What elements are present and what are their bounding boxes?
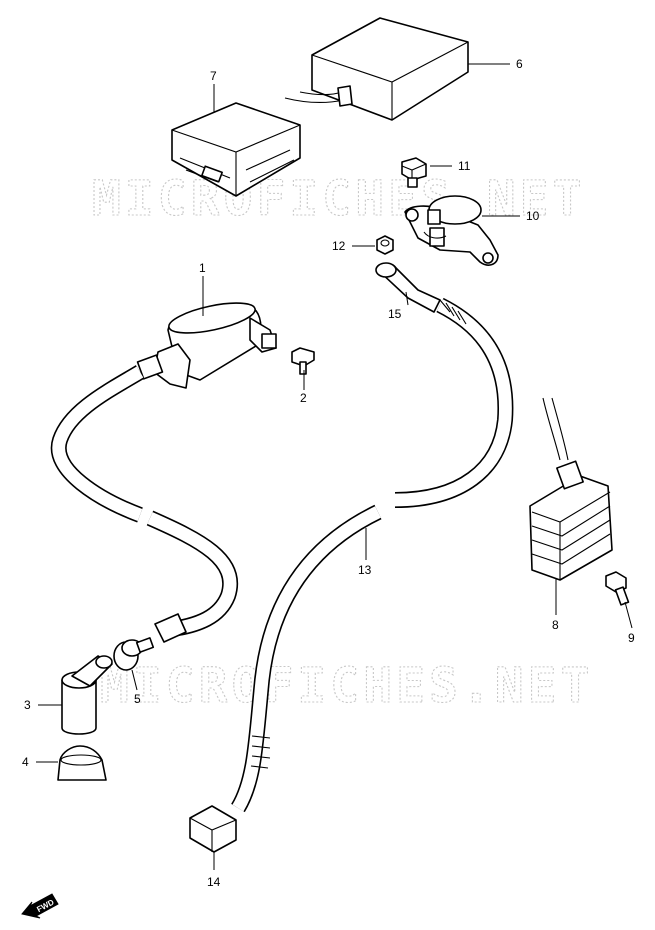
- part-9-bolt[interactable]: [605, 571, 630, 606]
- callout-14: 14: [207, 875, 221, 889]
- callout-15: 15: [388, 307, 402, 321]
- fwd-arrow-icon: FWD: [21, 893, 59, 919]
- callout-7: 7: [210, 69, 217, 83]
- callout-9: 9: [628, 631, 635, 645]
- part-13-high-tension-cable[interactable]: [231, 297, 514, 813]
- callout-11: 11: [458, 159, 471, 173]
- callout-4: 4: [22, 755, 29, 769]
- callout-12: 12: [332, 239, 346, 253]
- callout-5: 5: [134, 692, 141, 706]
- part-6-control-unit[interactable]: [284, 17, 469, 121]
- part-2-screw[interactable]: [291, 347, 315, 375]
- callout-6: 6: [516, 57, 523, 71]
- part-8-regulator-rectifier[interactable]: [529, 397, 613, 581]
- leader-lines: [36, 63, 633, 870]
- part-4-cover[interactable]: [57, 745, 107, 781]
- callout-1: 1: [199, 261, 206, 275]
- part-5-seal[interactable]: [113, 637, 155, 671]
- watermark-upper: MICROFICHES.NET: [92, 171, 585, 227]
- callout-8: 8: [552, 618, 559, 632]
- part-15-terminal-cap[interactable]: [375, 262, 441, 313]
- part-12-nut[interactable]: [376, 235, 394, 255]
- callout-3: 3: [24, 698, 31, 712]
- part-1-secondary-lead: [50, 365, 238, 643]
- callout-2: 2: [300, 391, 307, 405]
- part-14-plug-cap[interactable]: [189, 805, 237, 853]
- callout-13: 13: [358, 563, 372, 577]
- part-3-spark-plug-cap[interactable]: [61, 655, 113, 735]
- part-7-igniter-unit[interactable]: [171, 102, 301, 197]
- watermark-lower: MICROFICHES.NET: [100, 658, 593, 714]
- part-1-ignition-coil[interactable]: [136, 297, 277, 389]
- part-10-starter-relay[interactable]: [404, 195, 499, 266]
- part-11-bolt[interactable]: [401, 157, 427, 188]
- callout-10: 10: [526, 209, 540, 223]
